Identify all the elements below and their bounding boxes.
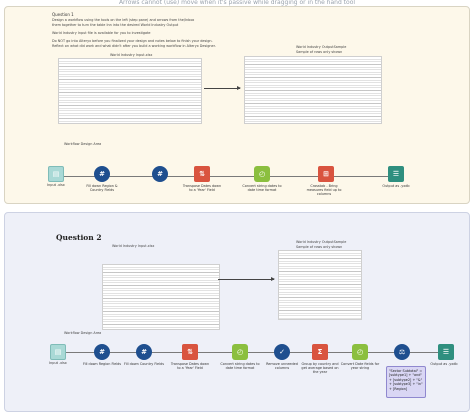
transpose-icon[interactable]: ⇅	[194, 166, 210, 182]
input-file-label: World Industry Input.xlsx	[112, 244, 155, 248]
datetime-icon[interactable]: ◴	[254, 166, 270, 182]
output-sample-sublabel: Sample of rows only shown	[296, 245, 343, 249]
node-label: Remove unneeded columns	[266, 362, 298, 371]
node-label: Output as .yxdb	[430, 362, 458, 366]
datetime-icon[interactable]: ◴	[352, 344, 368, 360]
workflow-1-connection	[64, 176, 396, 177]
book-icon[interactable]: ▤	[50, 344, 66, 360]
node-label: Convert Date fields for year string	[340, 362, 380, 371]
summarize-icon[interactable]: Σ	[312, 344, 328, 360]
formula-note: "Sector Subtotal" = [subtype1] + "and" +…	[386, 366, 426, 398]
question-2-title: Question 2	[56, 233, 102, 242]
question-1-title: Question 1	[52, 12, 74, 17]
node-label: Fill down Country Fields	[124, 362, 164, 366]
node-label: Transpose Dates down to a 'Year' Field	[170, 362, 210, 371]
instruction-line-2: them together to turn the table Inn into…	[52, 22, 179, 27]
multi-row-formula-icon[interactable]: #	[94, 344, 110, 360]
node-label: Fill down Region & Country Fields	[86, 184, 118, 193]
node-label: Output as .yxdb	[382, 184, 410, 188]
book-icon[interactable]: ▤	[48, 166, 64, 182]
input-to-output-arrow[interactable]	[218, 277, 275, 281]
output-sample-label: World Industry OutputSample	[296, 240, 347, 244]
input-to-output-arrow[interactable]	[204, 86, 241, 90]
multi-row-formula-icon[interactable]: #	[136, 344, 152, 360]
node-label: Input .xlsx	[49, 361, 67, 365]
crosstab-icon[interactable]: ⊞	[318, 166, 334, 182]
instruction-line-1: Design a workflow using the tools on the…	[52, 18, 195, 22]
node-label: Convert string dates to date time format	[242, 184, 282, 193]
input-table-preview	[58, 58, 202, 124]
canvas-hint-text: Arrows cannot (use) move when it's passi…	[118, 0, 356, 6]
node-label: Crosstab - Bring measures field up to co…	[306, 184, 342, 197]
input-table-preview	[102, 264, 220, 330]
node-label: Input .xlsx	[47, 183, 65, 187]
output-sample-sublabel: Sample of rows only shown	[296, 50, 343, 54]
output-table-preview	[244, 56, 382, 124]
node-label: Group by country and get average based o…	[301, 362, 339, 375]
input-file-label: World Industry Input.xlsx	[110, 53, 153, 57]
design-area-label: Workflow Design Area	[64, 142, 102, 146]
multi-row-formula-icon[interactable]: #	[94, 166, 110, 182]
node-label: Convert string dates to date time format	[220, 362, 260, 371]
instruction-line-6: Do NOT go into Alteryx before you finali…	[52, 39, 213, 43]
datetime-icon[interactable]: ◴	[232, 344, 248, 360]
multi-row-formula-icon[interactable]: #	[152, 166, 168, 182]
browse-icon[interactable]: ☰	[388, 166, 404, 182]
formula-icon[interactable]: ⚖	[394, 344, 410, 360]
transpose-icon[interactable]: ⇅	[182, 344, 198, 360]
design-area-label: Workflow Design Area	[64, 331, 102, 335]
workflow-2-connection	[64, 352, 446, 353]
node-label: Fill down Region Fields	[82, 362, 122, 366]
instruction-line-4: World Industry Input file is available f…	[52, 31, 151, 35]
browse-icon[interactable]: ☰	[438, 344, 454, 360]
output-table-preview	[278, 250, 362, 320]
select-icon[interactable]: ✓	[274, 344, 290, 360]
instruction-line-7: Reflect on what did work and what didn't…	[52, 43, 216, 48]
output-sample-label: World Industry OutputSample	[296, 45, 347, 49]
node-label: Transpose Dates down to a 'Year' Field	[182, 184, 222, 193]
